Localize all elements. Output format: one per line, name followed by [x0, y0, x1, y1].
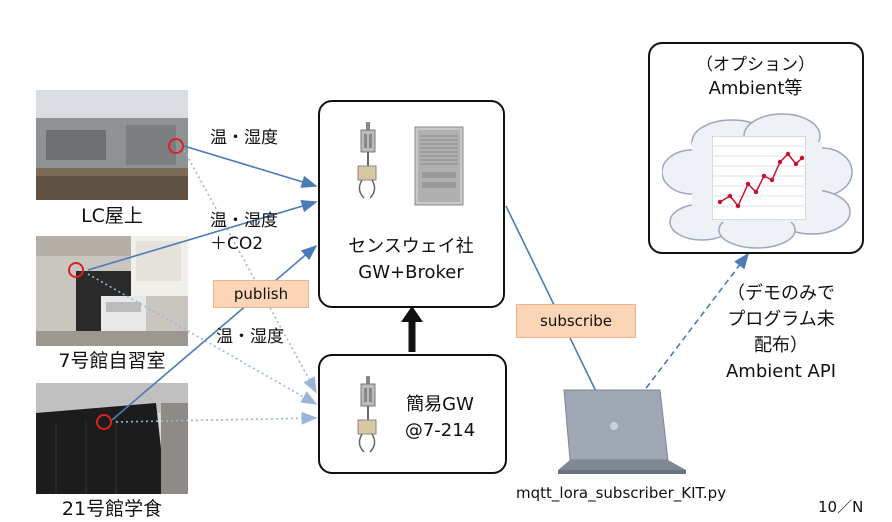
server-icon — [414, 126, 464, 206]
study-room-image — [36, 236, 188, 346]
antenna-icon — [357, 376, 377, 453]
uplink-arrow — [111, 244, 318, 421]
ambient-box: （オプション） Ambient等 — [648, 42, 864, 254]
sensor-marker — [68, 262, 84, 278]
demo-note: （デモのみで — [727, 283, 835, 304]
ambient-service-label: Ambient等 — [708, 78, 803, 99]
page-number: 10／N — [818, 498, 864, 516]
sensor-marker — [168, 138, 184, 154]
demo-note: プログラム未 — [727, 309, 835, 330]
ambient-api-arrow — [627, 252, 749, 413]
forward-arrowhead — [401, 306, 423, 322]
edge-label: 温・湿度 — [210, 211, 278, 231]
sensor-marker — [96, 414, 112, 430]
edge-label: ＋CO2 — [210, 234, 264, 254]
simple-gateway-box: 簡易GW @7-214 — [318, 354, 507, 474]
photo-building21-cafeteria — [36, 383, 188, 494]
demo-note: 配布） — [754, 335, 808, 356]
location-label: 7号館自習室 — [58, 350, 166, 372]
line-chart-icon — [712, 136, 806, 220]
local-link-arrow — [87, 273, 318, 405]
local-link-arrow — [115, 411, 318, 425]
publish-tag: publish — [213, 280, 309, 308]
edge-label: 温・湿度 — [216, 327, 284, 347]
uplink-arrow — [183, 145, 318, 188]
location-label: LC屋上 — [81, 205, 143, 227]
rooftop-image — [36, 90, 188, 200]
ambient-option-label: （オプション） — [696, 55, 815, 75]
edge-label: 温・湿度 — [210, 128, 278, 148]
demo-note-api: Ambient API — [725, 361, 836, 382]
photo-lc-rooftop — [36, 90, 188, 200]
local-link-arrow — [183, 149, 317, 394]
cafeteria-image — [36, 383, 188, 494]
simple-gateway-location: @7-214 — [404, 420, 476, 441]
subscribe-tag: subscribe — [516, 304, 636, 338]
main-gateway-box: センスウェイ社 GW+Broker — [318, 100, 505, 308]
laptop-icon — [558, 389, 686, 474]
main-gateway-name: センスウェイ社 — [348, 236, 474, 257]
photo-building7-study-room — [36, 236, 188, 346]
laptop-script-name: mqtt_lora_subscriber_KIT.py — [516, 484, 727, 502]
simple-gateway-name: 簡易GW — [406, 394, 474, 415]
antenna-icon — [357, 122, 377, 199]
location-label: 21号館学食 — [61, 498, 163, 520]
main-gateway-role: GW+Broker — [358, 262, 464, 283]
uplink-arrow — [87, 199, 318, 271]
